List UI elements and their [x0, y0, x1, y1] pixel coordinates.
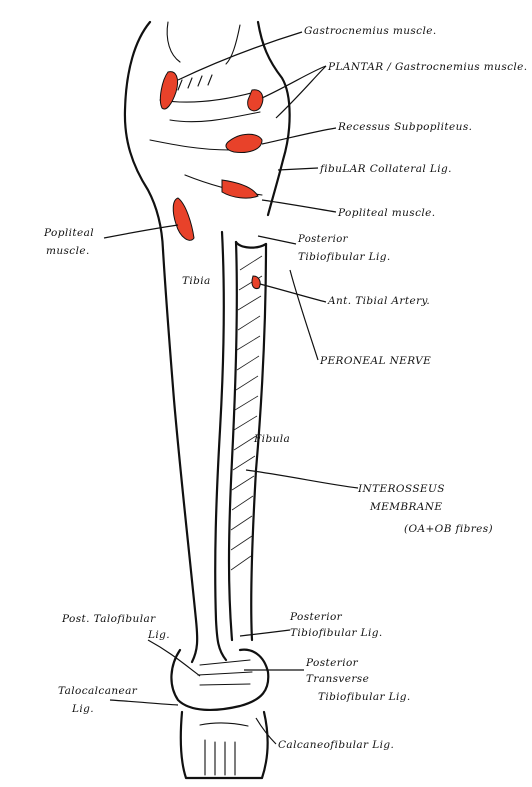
tibia-outline [163, 232, 226, 662]
leader-plantar-a [262, 66, 326, 98]
popliteal-attachment-right [222, 180, 258, 198]
leader-popliteal-left [104, 225, 178, 238]
label-post-tibiofib-top-1: Posterior [297, 234, 349, 245]
label-interosseus-3: (OA+OB fibres) [404, 523, 493, 535]
label-posterior-transverse-2: Transverse [306, 673, 369, 685]
leader-interosseus [246, 470, 358, 488]
label-post-talofib-1: Post. Talofibular [61, 613, 156, 625]
label-popliteal-left-2: muscle. [46, 245, 90, 257]
label-interosseus-1: INTEROSSEUS [357, 483, 445, 495]
label-post-tibiofib-bottom-2: Tibiofibular Lig. [290, 627, 383, 639]
label-popliteal-right: Popliteal muscle. [337, 207, 436, 219]
label-interosseus-2: MEMBRANE [369, 501, 442, 513]
label-tibia: Tibia [182, 275, 211, 287]
leader-peroneal [290, 270, 318, 360]
muscle-attachments [160, 72, 262, 289]
leader-post-talofib [148, 640, 200, 676]
gastrocnemius-attachment-left [160, 72, 177, 109]
label-recessus: Recessus Subpopliteus. [337, 121, 472, 133]
label-fibula: Fibula [253, 433, 290, 445]
labels: Gastrocnemius muscle. PLANTAR / Gastrocn… [43, 25, 528, 751]
leader-fibular-collateral [278, 168, 318, 170]
leader-popliteal-right [262, 200, 336, 212]
recessus-attachment [226, 134, 262, 152]
label-plantar: PLANTAR / Gastrocnemius muscle. [327, 61, 528, 73]
leader-post-tibiofib-top [258, 236, 296, 244]
leader-gastrocnemius [178, 32, 302, 80]
leader-post-tibiofib-bottom [240, 630, 290, 636]
leader-recessus [262, 128, 336, 144]
label-peroneal-nerve: PERONEAL NERVE [319, 355, 431, 367]
label-posterior-transverse-1: Posterior [305, 657, 359, 669]
leader-talocalcanear [110, 700, 178, 705]
leader-ant-tibial [260, 284, 326, 302]
label-talocalcanear-2: Lig. [71, 703, 94, 715]
ankle-outline [171, 650, 268, 778]
label-fibular-collateral: fibuLAR Collateral Lig. [319, 163, 452, 175]
label-calcaneofibular: Calcaneofibular Lig. [278, 739, 394, 751]
label-post-tibiofib-top-2: Tibiofibular Lig. [298, 251, 391, 263]
label-posterior-transverse-3: Tibiofibular Lig. [318, 691, 411, 703]
label-post-talofib-2: Lig. [147, 629, 170, 641]
label-popliteal-left-1: Popliteal [43, 227, 94, 239]
label-ant-tibial-artery: Ant. Tibial Artery. [327, 295, 430, 307]
label-gastrocnemius: Gastrocnemius muscle. [304, 25, 437, 37]
leader-plantar-b [276, 66, 326, 118]
label-talocalcanear-1: Talocalcanear [58, 685, 138, 697]
label-post-tibiofib-bottom-1: Posterior [289, 611, 343, 623]
popliteal-attachment-left [173, 198, 194, 240]
knee-outline [125, 22, 290, 250]
